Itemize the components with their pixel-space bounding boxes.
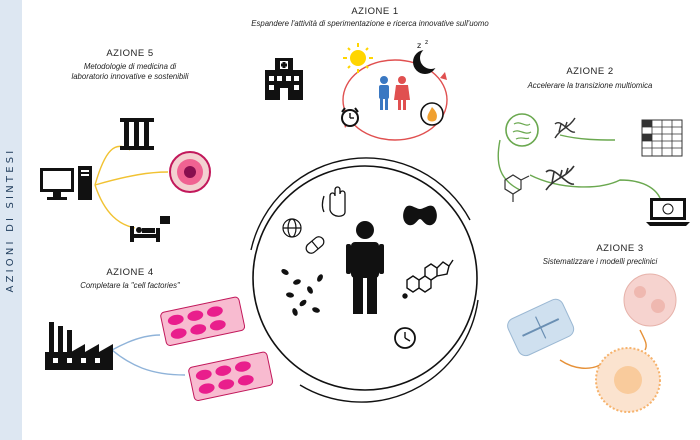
patient-bed-icon — [130, 216, 170, 242]
bacteria-icon — [281, 269, 323, 316]
organoid-icon — [595, 273, 677, 413]
clock-icon — [394, 327, 416, 349]
svg-text:z: z — [417, 41, 421, 50]
factory-icon — [45, 322, 113, 370]
action5-title: AZIONE 5 — [106, 48, 154, 59]
alarm-clock-icon — [341, 107, 359, 127]
table-icon — [641, 119, 683, 157]
action2-title: AZIONE 2 — [566, 66, 614, 77]
action4-title: AZIONE 4 — [106, 267, 154, 278]
action4-text: Completare la "cell factories" — [80, 281, 180, 290]
action5-text-2: laboratorio innovative e sostenibili — [71, 72, 189, 81]
fire-icon — [420, 102, 444, 126]
thyroid-icon — [403, 205, 437, 226]
central-rings — [250, 157, 479, 403]
chip-icon — [507, 298, 575, 357]
pill-icon — [305, 236, 325, 254]
molecule-icon — [504, 174, 530, 202]
laptop-icon — [646, 198, 690, 226]
svg-text:z: z — [425, 39, 428, 46]
action5-text-1: Metodologie di medicina di — [83, 62, 177, 71]
people-icon — [379, 76, 410, 110]
person-icon — [346, 221, 384, 314]
action3-title: AZIONE 3 — [596, 243, 644, 254]
moon-icon: z z — [413, 39, 442, 74]
test-tubes-icon — [120, 118, 154, 150]
computer-icon — [40, 166, 92, 200]
action3-text: Sistematizzare i modelli preclinici — [542, 257, 658, 266]
sun-icon — [343, 43, 373, 73]
action2-connectors — [497, 134, 663, 206]
dna-icon — [545, 117, 576, 191]
action5-connectors — [94, 145, 169, 229]
hospital-icon — [265, 58, 303, 100]
side-bar: Azioni di sintesi — [0, 0, 22, 440]
action3-connectors — [559, 329, 647, 369]
hand-icon — [321, 186, 346, 217]
action1-text: Espandere l'attività di sperimentazione … — [251, 19, 489, 28]
action4-connectors — [111, 334, 186, 376]
globe-icon — [282, 218, 302, 238]
action1-title: AZIONE 1 — [351, 6, 399, 17]
cell-icon — [169, 151, 211, 193]
action2-text: Accelerare la transizione multiomica — [527, 81, 653, 90]
well-plate-icon — [160, 296, 274, 402]
steroid-icon — [402, 259, 454, 299]
cell-cluster-icon — [505, 113, 539, 147]
